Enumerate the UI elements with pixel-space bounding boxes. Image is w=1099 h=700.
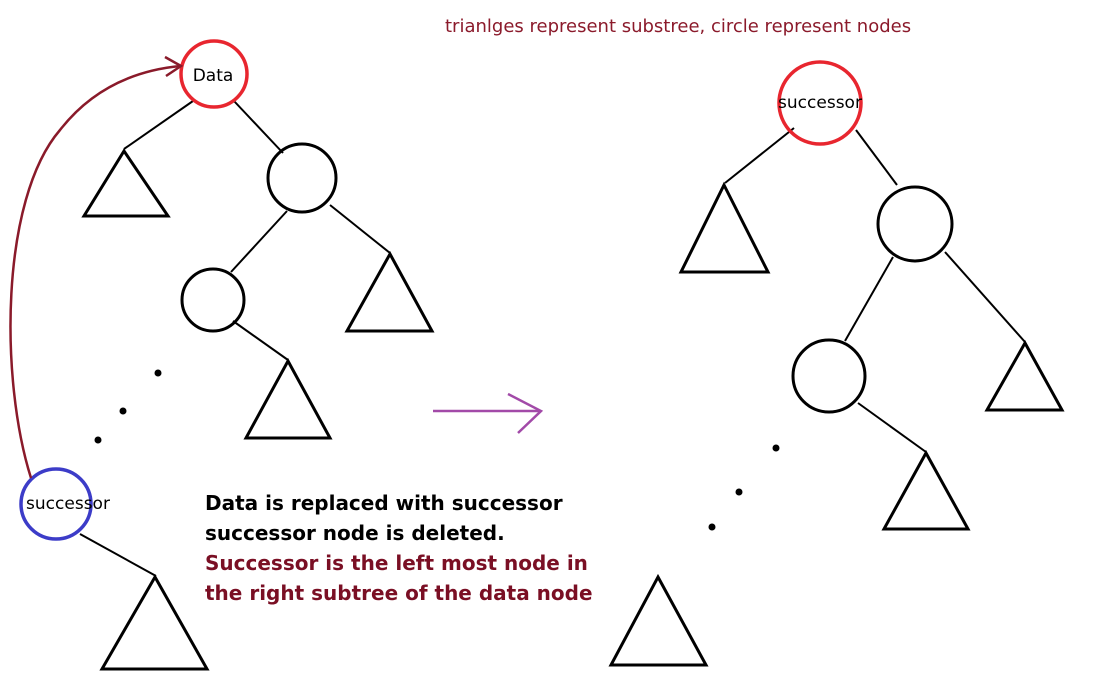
edge: [79, 533, 157, 577]
node-circle: [180, 267, 246, 333]
ellipsis-dot: [735, 488, 743, 496]
successor-root-node: [777, 60, 863, 146]
edge: [123, 100, 194, 150]
subtree-triangle: [678, 181, 771, 274]
right-tree: successor: [608, 60, 1065, 667]
edge: [844, 256, 894, 342]
edge: [855, 129, 898, 186]
subtree-triangle: [881, 449, 971, 531]
subtree-triangle: [608, 573, 709, 667]
edge: [232, 320, 289, 361]
caption-line-4: the right subtree of the data node: [205, 581, 593, 605]
transform-arrow: [433, 392, 544, 434]
move-arrow-head: [164, 55, 184, 78]
successor-node-label: successor: [26, 494, 110, 514]
subtree-triangle: [99, 573, 210, 671]
successor-node: [19, 467, 93, 541]
caption-line-2: successor node is deleted.: [205, 521, 505, 545]
ellipsis-dot: [772, 444, 780, 452]
edge: [329, 204, 391, 254]
caption-line-3: Successor is the left most node in: [205, 551, 588, 575]
data-node-label: Data: [193, 66, 234, 86]
edge: [944, 251, 1026, 343]
caption-line-1: Data is replaced with successor: [205, 491, 563, 515]
legend-note: trianlges represent substree, circle rep…: [445, 16, 911, 37]
left-tree: Data successor: [9, 39, 435, 671]
node-circle: [876, 185, 954, 263]
edge: [233, 100, 284, 154]
edge: [230, 210, 288, 273]
successor-root-label: successor: [778, 93, 862, 113]
caption: Data is replaced with successor successo…: [205, 491, 593, 605]
subtree-triangle: [81, 148, 171, 218]
node-circle: [791, 338, 867, 414]
ellipsis-dot: [708, 523, 716, 531]
subtree-triangle: [984, 339, 1065, 412]
subtree-triangle: [243, 357, 333, 440]
ellipsis-dot: [154, 369, 162, 377]
edge: [857, 402, 927, 453]
move-arrow: [9, 64, 181, 479]
ellipsis-dot: [94, 436, 102, 444]
subtree-triangle: [344, 250, 435, 333]
node-circle: [266, 142, 338, 214]
ellipsis-dot: [119, 407, 127, 415]
edge: [724, 127, 795, 184]
data-node: [179, 39, 249, 109]
